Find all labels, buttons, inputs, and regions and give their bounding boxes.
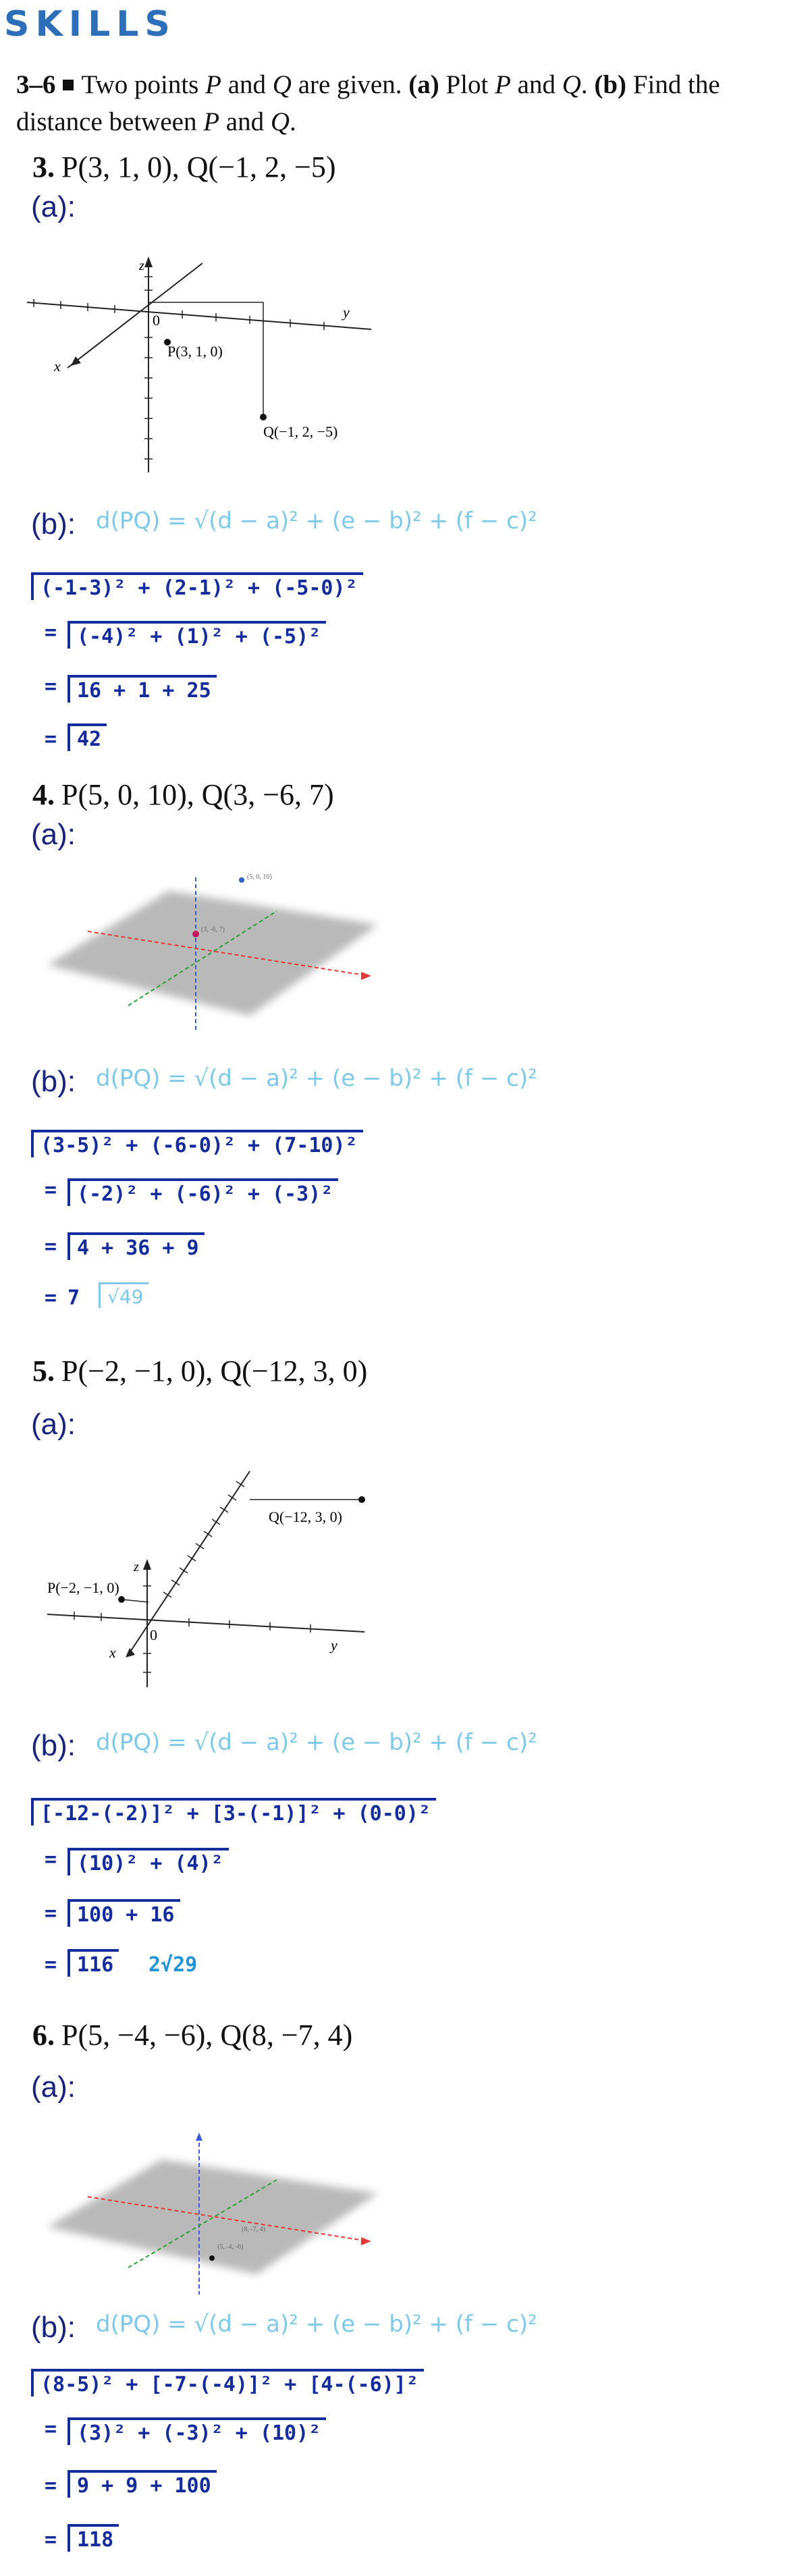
- point-q-dot: [192, 931, 199, 937]
- problem-3-work-line-1: (-1-3)² + (2-1)² + (-5-0)²: [31, 572, 363, 600]
- problem-6-work-line-3: 9 + 9 + 100: [67, 2470, 217, 2498]
- y-axis-label: y: [329, 1637, 337, 1653]
- problem-5-simplified-result: 2√29: [148, 1953, 198, 1977]
- problem-3-distance-formula: d(PQ) = √(d − a)² + (e − b)² + (f − c)²: [96, 508, 537, 535]
- equals-sign: =: [45, 1848, 57, 1871]
- point-p-dot: [118, 1596, 125, 1603]
- x-axis-line: [128, 1471, 250, 1655]
- point-q-dot: [260, 414, 267, 420]
- problem-3-result: 42: [67, 723, 107, 751]
- problem-6-result: 118: [67, 2524, 119, 2552]
- y-axis-line: [128, 2179, 277, 2268]
- problem-6-work-line-1: (8-5)² + [-7-(-4)]² + [4-(-6)]²: [31, 2369, 424, 2396]
- problem-6-part-a-label: (a):: [31, 2071, 76, 2104]
- problem-6-plot: (8, -7, 4) (5, -4, -6): [47, 2133, 378, 2295]
- problem-4-plot: (5, 0, 10) (3, -6, 7): [47, 873, 378, 1033]
- equals-sign: =: [45, 728, 57, 751]
- point-q-label: (8, -7, 4): [242, 2226, 265, 2233]
- point-p-label: (5, 0, 10): [247, 873, 272, 881]
- problem-4-work-line-2: (-2)² + (-6)² + (-3)²: [67, 1178, 339, 1206]
- point-p-dot: [209, 2255, 215, 2261]
- equals-sign: =: [45, 1953, 57, 1977]
- z-axis-label: z: [138, 258, 144, 273]
- problem-4-distance-formula: d(PQ) = √(d − a)² + (e − b)² + (f − c)²: [96, 1065, 537, 1092]
- problem-4-part-a-label: (a):: [31, 818, 76, 851]
- y-axis-line: [128, 910, 277, 1006]
- problem-5-title: 5.P(−2, −1, 0), Q(−12, 3, 0): [32, 1354, 368, 1388]
- y-axis-label: y: [342, 304, 350, 321]
- point-q-label: Q(−1, 2, −5): [263, 423, 337, 440]
- point-q-label: Q(−12, 3, 0): [269, 1508, 342, 1525]
- x-axis-arrow-icon: [71, 356, 81, 366]
- point-p-label: (5, -4, -6): [217, 2243, 243, 2251]
- section-heading: SKILLS: [4, 4, 176, 45]
- problem-5-part-a-label: (a):: [31, 1408, 76, 1441]
- problem-5-work-line-3: 100 + 16: [67, 1899, 180, 1927]
- y-axis-line: [26, 302, 372, 330]
- z-axis-arrow-icon: [196, 2133, 202, 2141]
- y-axis-line: [47, 1614, 365, 1633]
- problem-3-work-line-2: (-4)² + (1)² + (-5)²: [67, 621, 327, 649]
- point-p-dot: [164, 339, 171, 346]
- equals-sign: =: [45, 1286, 57, 1310]
- problem-5-work-line-2: (10)² + (4)²: [67, 1848, 229, 1875]
- x-axis-line: [67, 263, 203, 368]
- problem-5-result: 116: [67, 1949, 119, 1977]
- problem-5-plot: Q(−12, 3, 0) P(−2, −1, 0) z y x 0: [47, 1471, 365, 1687]
- equals-sign: =: [45, 675, 57, 698]
- x-axis-arrow-icon: [361, 2237, 371, 2245]
- x-axis-arrow-icon: [126, 1648, 135, 1657]
- equals-sign: =: [45, 1235, 57, 1259]
- equals-sign: =: [45, 2417, 57, 2441]
- problem-5-part-b-label: (b):: [31, 1729, 76, 1762]
- problem-5-work-line-1: [-12-(-2)]² + [3-(-1)]² + (0-0)²: [31, 1798, 436, 1826]
- x-axis-label: x: [53, 358, 61, 375]
- x-axis-label: x: [109, 1644, 116, 1661]
- point-p-label: P(−2, −1, 0): [47, 1579, 119, 1596]
- z-axis-label: z: [133, 1560, 139, 1574]
- point-p-label: P(3, 1, 0): [167, 343, 223, 360]
- origin-label: 0: [153, 312, 160, 329]
- equals-sign: =: [45, 2528, 57, 2552]
- point-p-dot: [239, 877, 244, 883]
- equals-sign: =: [45, 1178, 57, 1202]
- problem-3-title: 3.P(3, 1, 0), Q(−1, 2, −5): [32, 150, 336, 184]
- problem-3-plot: z y x 0 P(3, 1, 0) Q(−1, 2, −5): [26, 256, 372, 472]
- square-bullet-icon: [62, 80, 74, 91]
- problem-6-title: 6.P(5, −4, −6), Q(8, −7, 4): [32, 2019, 353, 2052]
- equals-sign: =: [45, 1902, 57, 1925]
- problem-3-part-b-label: (b):: [31, 508, 76, 541]
- problem-4-title: 4.P(5, 0, 10), Q(3, −6, 7): [32, 778, 334, 811]
- z-axis-arrow-icon: [143, 1559, 151, 1570]
- x-axis-line: [87, 931, 365, 976]
- problem-4-work-line-1: (3-5)² + (-6-0)² + (7-10)²: [31, 1130, 363, 1157]
- problem-6-work-line-2: (3)² + (-3)² + (10)²: [67, 2417, 327, 2445]
- equals-sign: =: [45, 2474, 57, 2498]
- problem-4-part-b-label: (b):: [31, 1065, 76, 1098]
- origin-label: 0: [150, 1626, 157, 1643]
- xy-plane: [47, 891, 378, 1016]
- problem-6-part-b-label: (b):: [31, 2311, 76, 2344]
- problem-4-work-line-3: 4 + 36 + 9: [67, 1232, 205, 1260]
- problem-3-part-a-label: (a):: [31, 190, 76, 223]
- problem-6-distance-formula: d(PQ) = √(d − a)² + (e − b)² + (f − c)²: [96, 2311, 537, 2338]
- problem-4-result-sqrt: √49: [99, 1282, 149, 1308]
- problem-4-result: 7: [67, 1286, 80, 1310]
- z-axis-arrow-icon: [144, 256, 153, 267]
- point-q-dot: [358, 1496, 365, 1503]
- problem-5-distance-formula: d(PQ) = √(d − a)² + (e − b)² + (f − c)²: [96, 1729, 537, 1756]
- x-axis-arrow-icon: [361, 972, 371, 980]
- x-axis-line: [87, 2196, 365, 2241]
- problem-3-work-line-3: 16 + 1 + 25: [67, 675, 217, 703]
- point-q-label: (3, -6, 7): [201, 926, 225, 933]
- equals-sign: =: [45, 621, 57, 645]
